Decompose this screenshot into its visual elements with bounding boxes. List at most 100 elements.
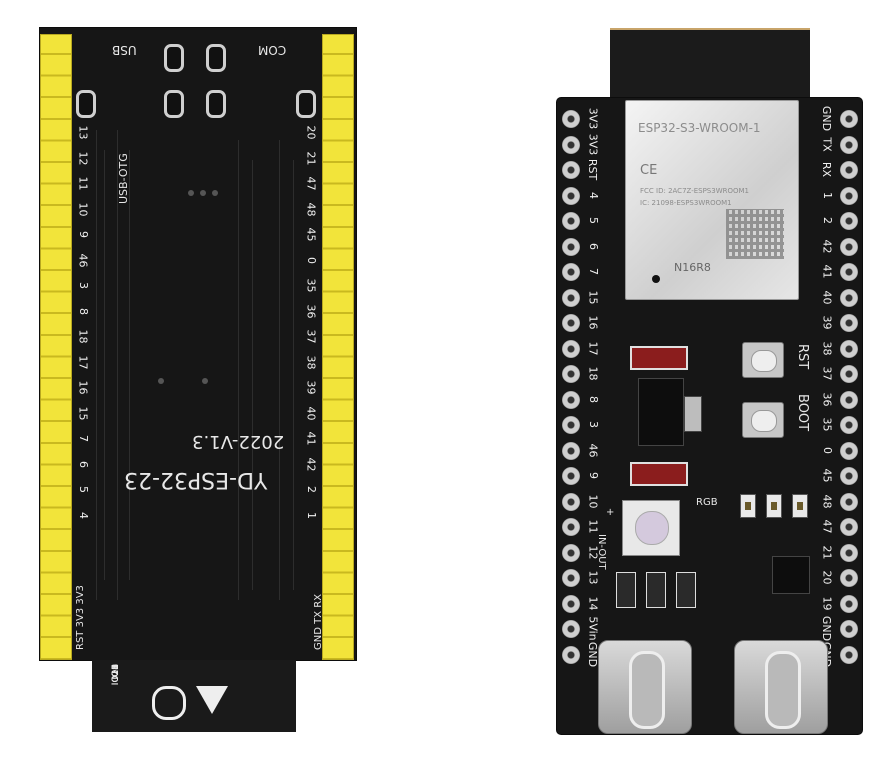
usb-pad-hole: [206, 44, 226, 72]
boot-button[interactable]: [742, 402, 784, 438]
esd-warning-icon: [196, 686, 228, 714]
header-pin: [562, 645, 580, 664]
pin-label: 17: [586, 341, 600, 356]
pin-label: 10: [586, 494, 600, 509]
boot-label: BOOT: [795, 394, 810, 432]
header-pin: [840, 314, 858, 332]
header-pin: [562, 161, 580, 179]
pin-label: 19: [820, 596, 834, 611]
pin-label: 40: [820, 290, 834, 305]
usb-uart-chip: [772, 556, 810, 594]
pcb-via: [202, 378, 208, 384]
boot-button-cap: [751, 410, 777, 432]
pin-label: 45: [304, 227, 318, 242]
header-pin: [840, 645, 858, 664]
pin-label: 2: [820, 217, 834, 225]
pin-label: 7: [76, 435, 90, 443]
version-label: 2022-V1.3: [192, 431, 285, 452]
header-pin: [840, 416, 858, 434]
pin-label: 21: [304, 151, 318, 166]
header-pin: [840, 543, 858, 562]
pin-label: 17: [76, 355, 90, 370]
pin-label: 41: [304, 431, 318, 446]
back-antenna-module: [92, 660, 296, 732]
status-led: [766, 494, 782, 518]
back-bottom-label-left: GND TX RX: [313, 593, 324, 650]
model-label: YD-ESP32-23: [124, 467, 268, 492]
pin-label: 37: [304, 329, 318, 344]
pin-label: 47: [820, 519, 834, 534]
header-pin: [562, 314, 580, 332]
rgb-led: [622, 500, 680, 556]
usb-c-port[interactable]: [734, 640, 828, 734]
header-pin: [840, 339, 858, 358]
pin-label: 1: [304, 511, 318, 519]
header-pin: [562, 237, 580, 256]
module-variant: N16R8: [674, 261, 711, 274]
pin-label: 18: [586, 366, 600, 381]
pin-label: 11: [76, 176, 90, 191]
usb-pad-hole: [164, 90, 184, 118]
front-left-pin-labels: 3V3 3V3 RST 4 5 6 7 15 16 17 18 8 3 46 9…: [580, 106, 606, 667]
header-pin: [562, 263, 580, 281]
pin-label: 3: [586, 421, 600, 429]
pin-label: 20: [820, 570, 834, 585]
rst-label: RST: [795, 344, 810, 370]
smd-diode: [616, 572, 636, 608]
pin-label: 48: [304, 202, 318, 217]
pin-label: 41: [820, 264, 834, 279]
pin-label: 0: [820, 446, 834, 454]
fcc-id: FCC ID: 2AC7Z-ESPS3WROOM1: [640, 187, 750, 195]
pcb-via: [200, 190, 206, 196]
rst-button[interactable]: [742, 342, 784, 378]
header-pin: [562, 390, 580, 409]
pin-label: 48: [820, 494, 834, 509]
otg-pad-hole: [76, 90, 96, 118]
pin-label: 39: [304, 380, 318, 395]
header-pin: [562, 339, 580, 358]
pin-label: 8: [586, 395, 600, 403]
usb-c-opening: [765, 651, 801, 729]
header-pin: [562, 543, 580, 562]
fuse-component: [630, 346, 688, 370]
pin-label: 4: [586, 191, 600, 199]
header-pin: [562, 518, 580, 536]
qr-code: [726, 209, 784, 259]
header-pin: [562, 186, 580, 205]
pin-label: 36: [304, 304, 318, 319]
pin-label: 47: [304, 176, 318, 191]
pin-label: RX: [820, 162, 834, 178]
header-pin: [562, 594, 580, 613]
header-pin: [840, 186, 858, 205]
pin-label: 21: [820, 545, 834, 560]
header-pin: [562, 569, 580, 587]
rgb-led-lens: [635, 511, 669, 545]
usb-c-opening: [629, 651, 665, 729]
pin-label: 37: [820, 366, 834, 381]
ce-mark: CE: [640, 163, 658, 178]
rgb-label: RGB: [696, 497, 718, 508]
back-bottom-label-right: RST 3V3 3V3: [75, 585, 86, 650]
in-out-label: IN-OUT: [596, 534, 607, 570]
status-led: [740, 494, 756, 518]
pin-label: 3V3: [586, 107, 600, 130]
regulator-tab: [684, 396, 702, 432]
pin-label: 36: [820, 392, 834, 407]
pin-label: 10: [76, 202, 90, 217]
com-pad-hole: [296, 90, 316, 118]
header-pin: [562, 441, 580, 460]
pin-label: 40: [304, 406, 318, 421]
pin-label: 14: [586, 596, 600, 611]
header-pin: [840, 620, 858, 638]
pcb-via: [212, 190, 218, 196]
header-pin: [840, 161, 858, 179]
usb-otg-label: USB-OTG: [117, 153, 130, 204]
header-pin: [840, 237, 858, 256]
com-label: COM: [258, 43, 287, 57]
pin-label: 4: [76, 511, 90, 519]
pin-label: 5: [586, 217, 600, 225]
usb-c-port[interactable]: [598, 640, 692, 734]
pin-label: 15: [586, 290, 600, 305]
status-led: [792, 494, 808, 518]
header-pin: [840, 263, 858, 281]
